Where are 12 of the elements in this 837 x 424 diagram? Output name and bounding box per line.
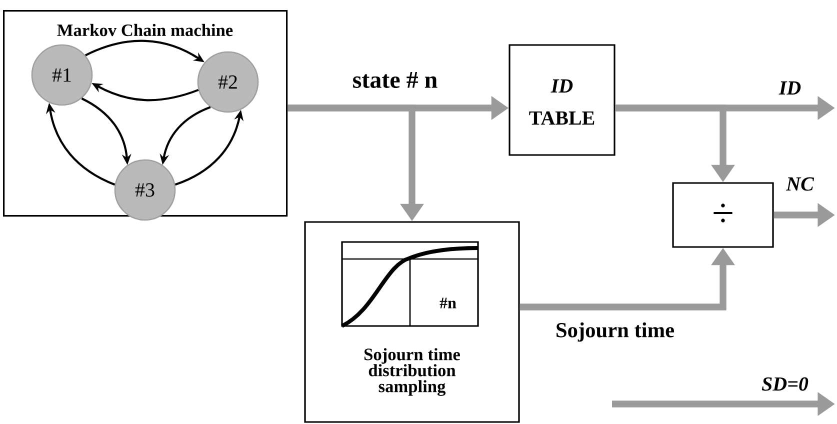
state-ball: #2 — [197, 51, 259, 113]
table-box: ID TABLE — [508, 44, 616, 156]
state-ball: #3 — [114, 159, 176, 221]
edge-label: Sojourn time — [554, 321, 676, 343]
state-ball: #1 — [31, 44, 93, 106]
output-label: SD=0 — [762, 377, 808, 391]
frame-title: Markov Chain machine — [57, 24, 233, 36]
output-label: ID — [778, 80, 802, 96]
edge-label: state # n — [351, 70, 439, 90]
divide-box: ÷ — [672, 182, 774, 248]
output-label: NC — [784, 176, 816, 192]
chart-label: #n — [440, 298, 456, 308]
